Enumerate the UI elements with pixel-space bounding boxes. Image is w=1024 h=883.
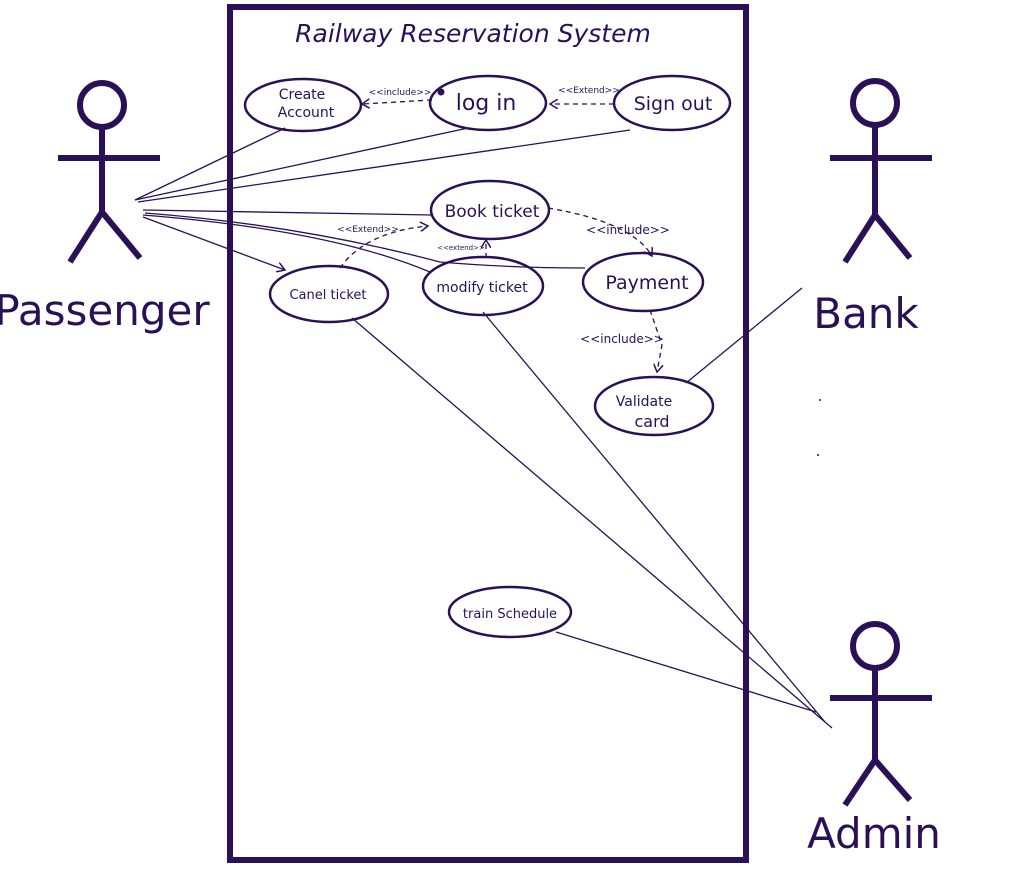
assoc-admin-train-schedule [555, 631, 817, 713]
assoc-passenger-create-account [134, 127, 286, 201]
label-login-create: <<include>> [369, 88, 432, 98]
dep-login-create [362, 100, 433, 104]
assoc-passenger-book-ticket [142, 209, 433, 216]
assoc-passenger-cancel-ticket [142, 216, 285, 270]
use-case-modify-ticket: modify ticket [421, 255, 545, 317]
use-case-label: Sign out [634, 93, 713, 115]
label-modify-book: <<extend>> [437, 244, 485, 252]
dependencies [339, 100, 662, 372]
include-dot [437, 88, 445, 96]
assoc-passenger-log-in [134, 127, 469, 201]
use-case-label: Book ticket [445, 202, 540, 222]
use-case-label: modify ticket [436, 280, 528, 296]
stick-figure-icon [58, 80, 160, 264]
use-case-sign-out: Sign out [612, 74, 732, 132]
dep-book-payment [547, 207, 652, 256]
use-case-label-line2: card [634, 412, 669, 431]
use-case-validate-card: Validate card [593, 375, 715, 437]
use-case-payment: Payment [581, 251, 705, 313]
use-case-book-ticket: Book ticket [429, 179, 551, 241]
use-case-label-line1: Validate [616, 394, 672, 410]
label-cancel-book: <<Extend>> [337, 225, 399, 235]
assoc-admin-cancel-ticket [351, 317, 833, 729]
use-case-label: train Schedule [463, 607, 557, 622]
actor-bank: Bank [813, 78, 932, 338]
system-boundary [227, 4, 749, 863]
dep-payment-validate [649, 309, 662, 372]
use-case-label: Canel ticket [289, 288, 366, 303]
assoc-bank-validate-card [685, 287, 803, 384]
stick-figure-icon [830, 621, 932, 807]
use-case-create-account: Create Account [243, 77, 363, 133]
relation-labels: <<include>> <<Extend>> <<Extend>> <<exte… [337, 86, 670, 346]
use-case-label: Payment [605, 272, 688, 294]
use-case-label-line2: Account [278, 105, 335, 121]
associations [134, 127, 833, 729]
actor-label-passenger: Passenger [0, 286, 210, 335]
dep-cancel-book [339, 226, 428, 269]
use-case-label-line1: Create [279, 87, 326, 103]
assoc-passenger-modify-ticket [142, 214, 431, 273]
use-case-train-schedule: train Schedule [447, 585, 573, 639]
label-payment-validate: <<include>> [580, 332, 664, 346]
assoc-passenger-sign-out [137, 129, 631, 203]
stray-mark [819, 399, 821, 401]
use-case-cancel-ticket: Canel ticket [268, 264, 390, 324]
stick-figure-icon [830, 78, 932, 264]
stray-mark [817, 454, 819, 456]
use-case-log-in: log in [428, 74, 548, 132]
system-title: Railway Reservation System [295, 19, 651, 48]
use-case-label: log in [456, 91, 517, 116]
assoc-admin-modify-ticket [482, 311, 826, 723]
actor-label-bank: Bank [813, 289, 919, 338]
label-signout-login: <<Extend>> [558, 86, 620, 96]
actor-passenger: Passenger [0, 80, 210, 335]
actor-label-admin: Admin [807, 809, 941, 858]
actor-admin: Admin [807, 621, 941, 858]
label-book-payment: <<include>> [586, 223, 670, 237]
